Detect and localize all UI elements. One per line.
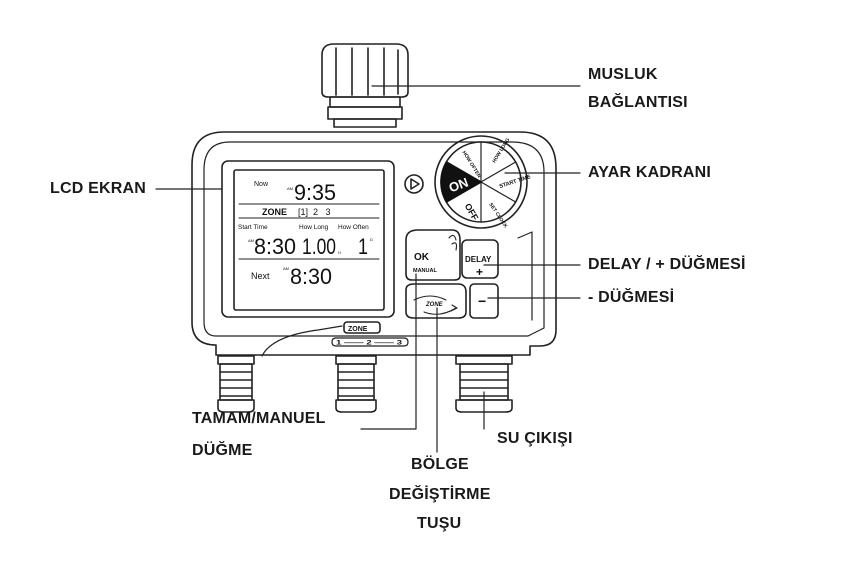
minus-button[interactable] xyxy=(469,283,499,319)
minus-label: − xyxy=(478,293,486,309)
dial-on-label: ON xyxy=(447,175,470,196)
button-labels: OK MANUAL DELAY + − ZONE ZONE 1 —— 2 —— … xyxy=(336,252,492,347)
selector-positions: 1 —— 2 —— 3 xyxy=(336,340,403,347)
ok-manual-button-label-line1: TAMAM/MANUEL xyxy=(192,410,326,427)
lcd-next-time: 8:30 xyxy=(290,264,332,289)
ok-label: OK xyxy=(414,252,430,263)
setting-dial-label: AYAR KADRANI xyxy=(588,164,712,181)
lcd-screen-label: LCD EKRAN xyxy=(50,180,147,197)
ok-manual-button[interactable] xyxy=(405,229,461,281)
water-outlet-left xyxy=(217,355,255,413)
zone-button-label: ZONE xyxy=(425,302,444,308)
play-indicator-icon xyxy=(404,174,424,194)
lcd-how-long-unit: H xyxy=(338,250,341,255)
lcd-am-3: AM xyxy=(283,266,289,271)
lcd-how-often: 1 xyxy=(358,234,368,259)
lcd-screen xyxy=(221,160,395,318)
ok-manual-button-label-line2: DÜĞME xyxy=(192,442,253,459)
lcd-start-time-label: Start Time xyxy=(238,224,268,231)
faucet-connection-label-line2: BAĞLANTISI xyxy=(588,94,688,111)
lcd-now-time: 9:35 xyxy=(294,180,336,205)
zone-button[interactable] xyxy=(405,283,467,319)
lcd-next-label: Next xyxy=(251,271,270,281)
zone-switch-label-line3: TUŞU xyxy=(417,515,462,532)
zone-switch-label-line1: BÖLGE xyxy=(411,456,469,473)
water-outlet-right xyxy=(455,355,513,413)
lcd-how-often-label: How Often xyxy=(338,224,369,231)
minus-button-label: - DÜĞMESİ xyxy=(588,289,675,306)
tube-line xyxy=(261,325,343,357)
lcd-am-1: AM xyxy=(287,186,293,191)
lcd-how-long: 1.00 xyxy=(302,234,336,259)
selector-zone-label: ZONE xyxy=(348,326,368,333)
delay-plus-button-label: DELAY / + DÜĞMESİ xyxy=(588,256,746,273)
setting-dial[interactable] xyxy=(434,135,528,229)
delay-label: DELAY xyxy=(465,255,492,264)
lcd-start-time: 8:30 xyxy=(254,234,296,259)
lcd-zone-label: ZONE xyxy=(262,207,287,217)
lcd-text: Now AM 9:35 ZONE [1] 2 3 Start Time How … xyxy=(238,180,373,289)
water-outlet-label: SU ÇIKIŞI xyxy=(497,430,573,447)
zone-switch-label-line2: DEĞİŞTİRME xyxy=(389,486,491,503)
plus-label: + xyxy=(476,265,483,279)
lcd-how-long-label: How Long xyxy=(299,224,329,231)
manual-label: MANUAL xyxy=(413,268,437,274)
lcd-now-label: Now xyxy=(254,181,269,188)
lcd-am-2: AM xyxy=(248,238,254,243)
delay-plus-button[interactable] xyxy=(461,239,499,279)
zone-selector[interactable] xyxy=(331,321,409,347)
faucet-connection-label-line1: MUSLUK xyxy=(588,66,658,83)
lcd-zone-values: [1] 2 3 xyxy=(298,207,331,217)
lcd-how-often-unit: D xyxy=(370,237,373,242)
timer-body xyxy=(191,131,557,356)
faucet-connector xyxy=(321,43,409,128)
leader-lines xyxy=(155,85,581,453)
water-outlet-middle xyxy=(335,355,377,413)
